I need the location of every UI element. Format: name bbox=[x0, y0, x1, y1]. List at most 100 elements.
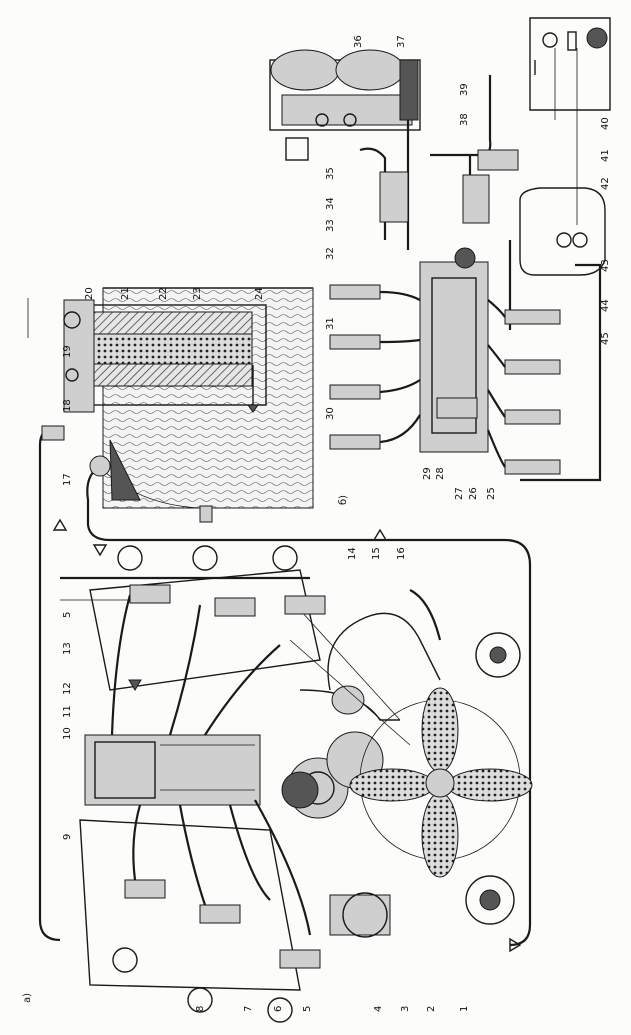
valve-cover-nut-icon bbox=[112, 947, 138, 973]
callout-44: 44 bbox=[600, 299, 611, 312]
filter-element-inner bbox=[91, 333, 253, 365]
callout-3: 3 bbox=[400, 1006, 411, 1012]
callout-37: 37 bbox=[396, 35, 407, 48]
callout-1: 1 bbox=[459, 1006, 470, 1012]
injector bbox=[329, 434, 381, 450]
filter-element-outer bbox=[91, 311, 253, 335]
callout-39: 39 bbox=[459, 83, 470, 96]
filter-cap bbox=[63, 299, 95, 413]
callout-21: 21 bbox=[120, 287, 131, 300]
callout-29: 29 bbox=[422, 467, 433, 480]
filter-element-lower bbox=[91, 363, 253, 387]
fuel-tank-section bbox=[27, 287, 532, 947]
callout-5-bottom: 5 bbox=[302, 1006, 313, 1012]
callout-30: 30 bbox=[325, 407, 336, 420]
filter-bowl-right bbox=[335, 49, 405, 91]
oil-filler bbox=[331, 685, 365, 715]
pulley bbox=[475, 632, 521, 678]
injector bbox=[284, 595, 326, 615]
starter bbox=[329, 894, 391, 936]
callout-31: 31 bbox=[325, 317, 336, 330]
injector bbox=[329, 334, 381, 350]
injector bbox=[504, 459, 561, 475]
flow-arrow-icon bbox=[372, 528, 388, 541]
callout-18: 18 bbox=[62, 399, 73, 412]
engine-assembly bbox=[52, 518, 533, 1023]
callout-11: 11 bbox=[62, 705, 73, 718]
flow-arrow-icon bbox=[509, 937, 522, 953]
callout-27: 27 bbox=[454, 487, 465, 500]
pressure-gauge-icon bbox=[542, 32, 558, 48]
valve-cover-nut-icon bbox=[267, 997, 293, 1023]
panel-label-b: б) bbox=[338, 495, 349, 505]
cylinder-head-left bbox=[79, 819, 301, 991]
callout-42: 42 bbox=[600, 177, 611, 190]
callout-7: 7 bbox=[243, 1006, 254, 1012]
callout-5-top: 5 bbox=[62, 612, 73, 618]
scheme-injectors-right bbox=[486, 299, 561, 475]
scheme-injectors-left bbox=[329, 284, 421, 450]
callout-34: 34 bbox=[325, 197, 336, 210]
callout-19: 19 bbox=[62, 345, 73, 358]
callout-32: 32 bbox=[325, 247, 336, 260]
callout-10: 10 bbox=[62, 727, 73, 740]
callout-8: 8 bbox=[195, 1006, 206, 1012]
injector bbox=[329, 384, 381, 400]
level-sensor-icon bbox=[556, 232, 572, 248]
flow-arrow-icon bbox=[52, 518, 68, 531]
gauge-line bbox=[479, 75, 492, 162]
high-pressure-pump bbox=[84, 734, 261, 806]
drain-plug bbox=[199, 505, 213, 523]
callout-14: 14 bbox=[347, 547, 358, 560]
fan-icon bbox=[349, 687, 533, 878]
lamp-icon bbox=[586, 27, 608, 49]
filter-nut-icon bbox=[65, 368, 79, 382]
sediment-sump bbox=[109, 439, 141, 501]
callout-38: 38 bbox=[459, 113, 470, 126]
injector bbox=[504, 309, 561, 325]
callout-25: 25 bbox=[486, 487, 497, 500]
pump-bottom-unit bbox=[436, 397, 478, 419]
callout-16: 16 bbox=[396, 547, 407, 560]
injector bbox=[129, 584, 171, 604]
callout-26: 26 bbox=[468, 487, 479, 500]
cylinder-head-right bbox=[89, 569, 321, 691]
filter-outlet-valve bbox=[399, 59, 419, 121]
callout-35: 35 bbox=[325, 167, 336, 180]
sensor-icon bbox=[567, 31, 577, 51]
valve-cover-nut-icon bbox=[192, 545, 218, 571]
injector bbox=[504, 409, 561, 425]
bypass-valve bbox=[462, 174, 490, 224]
callout-6: 6 bbox=[273, 1006, 284, 1012]
supply-fitting bbox=[41, 425, 65, 441]
pump-inlet-valve bbox=[454, 247, 476, 269]
injection-pump bbox=[419, 261, 489, 453]
filter-bolt-icon bbox=[63, 311, 81, 329]
return-fitting bbox=[89, 455, 111, 477]
callout-28: 28 bbox=[435, 467, 446, 480]
instrument-panel bbox=[529, 17, 611, 111]
injector bbox=[504, 359, 561, 375]
injector bbox=[124, 879, 166, 899]
callout-45: 45 bbox=[600, 332, 611, 345]
callout-15: 15 bbox=[371, 547, 382, 560]
callout-40: 40 bbox=[600, 117, 611, 130]
flow-arrow-icon bbox=[128, 679, 142, 691]
return-line bbox=[86, 469, 532, 947]
filter-bowl-left bbox=[270, 49, 340, 91]
injector bbox=[214, 597, 256, 617]
callout-labels: а) б) 1 2 3 4 5 5 6 7 8 9 10 11 12 13 14… bbox=[22, 35, 611, 1012]
filter-drain bbox=[285, 137, 309, 161]
fuel-supply-line bbox=[38, 428, 61, 942]
callout-41: 41 bbox=[600, 149, 611, 162]
fuel-pump-priming bbox=[379, 171, 409, 223]
callout-20: 20 bbox=[84, 287, 95, 300]
injector bbox=[279, 949, 321, 969]
callout-22: 22 bbox=[158, 287, 169, 300]
callout-24: 24 bbox=[254, 287, 265, 300]
valve-cover-nut-icon bbox=[187, 987, 213, 1013]
callout-23: 23 bbox=[192, 287, 203, 300]
callout-17: 17 bbox=[62, 473, 73, 486]
callout-12: 12 bbox=[62, 682, 73, 695]
